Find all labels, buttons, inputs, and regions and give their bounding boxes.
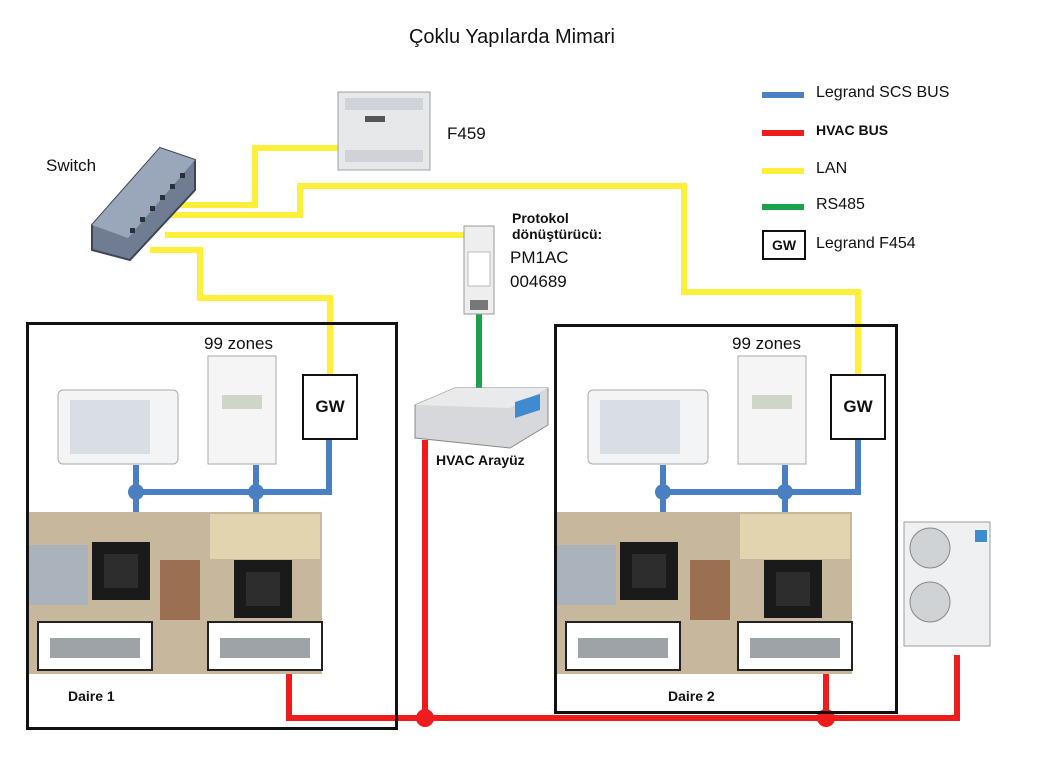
legend-label-gw: Legrand F454 [816, 235, 916, 252]
switch-device [91, 146, 196, 262]
legend-swatch-hvac [762, 130, 804, 136]
legend-label-scs: Legrand SCS BUS [816, 84, 950, 101]
legend-swatch-scs [762, 92, 804, 98]
apt2-devices [556, 355, 853, 674]
converter-title-2: dönüştürücü: [512, 226, 603, 242]
switch-label: Switch [46, 156, 97, 175]
protocol-converter-device [463, 225, 495, 315]
legend-gw-symbol: GW [762, 230, 806, 260]
f459-label: F459 [447, 124, 486, 143]
apt1-devices [28, 355, 323, 674]
converter-title-1: Protokol [512, 210, 569, 226]
legend-label-rs485: RS485 [816, 196, 865, 213]
gateway-box-2: GW [830, 374, 886, 440]
hvac-interface-label: HVAC Arayüz [436, 452, 525, 468]
apartment-2-name: Daire 2 [668, 688, 715, 704]
legend-swatch-lan [762, 168, 804, 174]
legend-label-lan: LAN [816, 160, 848, 177]
apartment-1-name: Daire 1 [68, 688, 115, 704]
legend-label-hvac: HVAC BUS [816, 122, 889, 138]
hvac-interface-device [414, 387, 549, 449]
diagram-title: Çoklu Yapılarda Mimari [408, 26, 615, 48]
apartment-2-box [554, 324, 898, 714]
outdoor-unit-device [903, 521, 991, 647]
apartment-1-box [26, 322, 398, 730]
hvac-junction-1 [416, 709, 434, 727]
gateway-box-1: GW [302, 374, 358, 440]
f459-device [337, 91, 431, 171]
legend-swatch-rs485 [762, 204, 804, 210]
converter-model: PM1AC [510, 248, 569, 267]
apartment-2-zones: 99 zones [732, 334, 801, 353]
converter-code: 004689 [510, 272, 567, 291]
apartment-1-zones: 99 zones [204, 334, 273, 353]
